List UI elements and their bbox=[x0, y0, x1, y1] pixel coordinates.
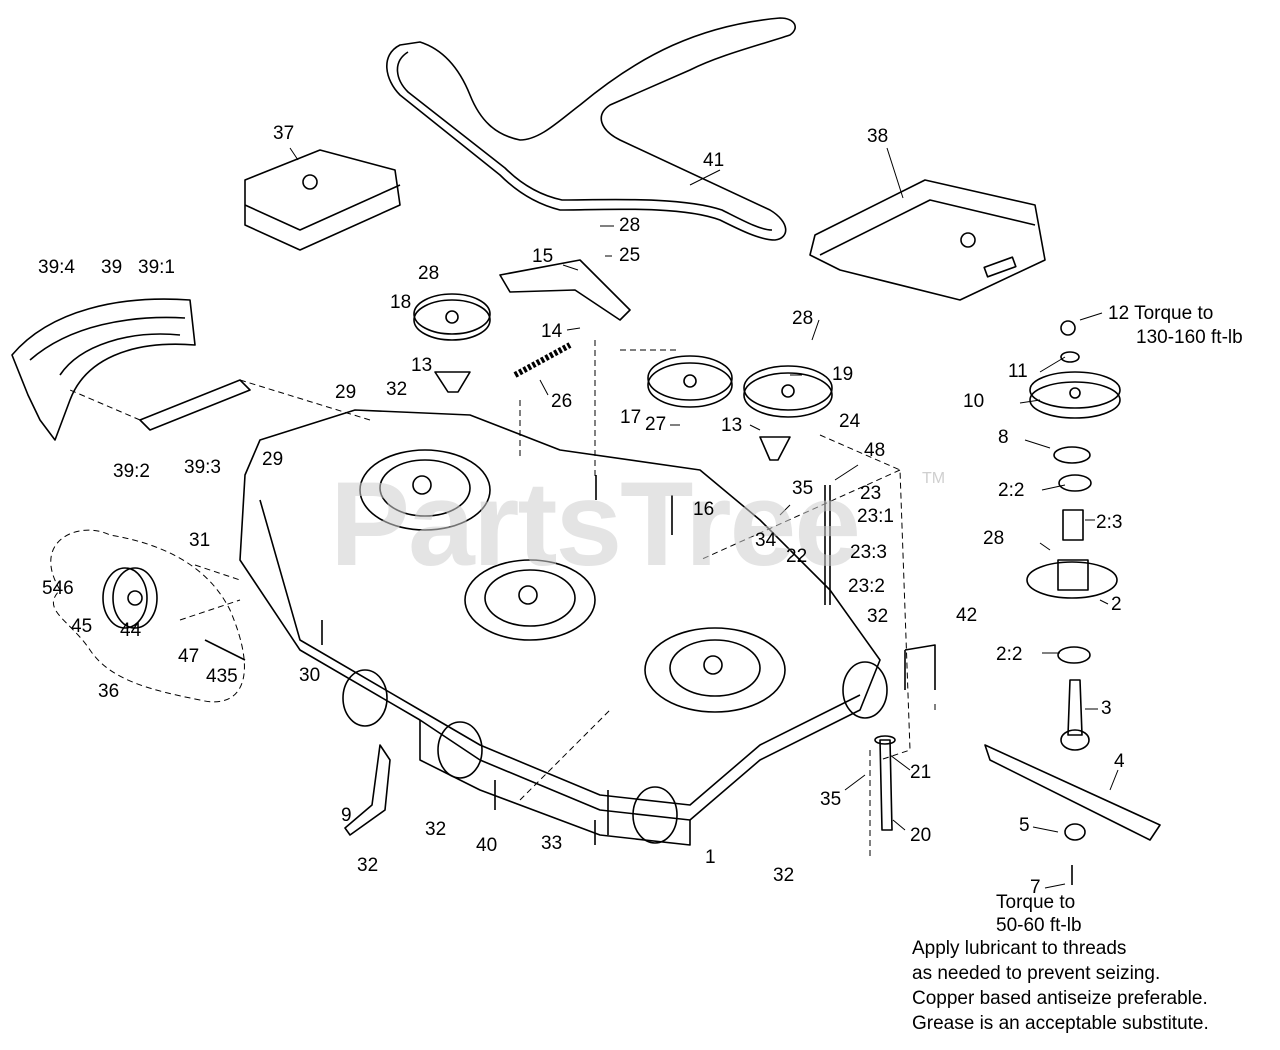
note-line-1: Apply lubricant to threads bbox=[912, 938, 1127, 959]
belt-cover-right bbox=[809, 179, 1046, 301]
callout-32: 32 bbox=[425, 819, 447, 840]
callout-29: 29 bbox=[262, 449, 284, 470]
mower-deck-shell bbox=[239, 409, 881, 821]
callout-28: 28 bbox=[792, 308, 814, 329]
note-line-2: as needed to prevent seizing. bbox=[912, 963, 1161, 984]
callout-24: 24 bbox=[839, 411, 861, 432]
torque-note-bottom-line1: Torque to bbox=[996, 892, 1076, 913]
callout-18: 18 bbox=[390, 292, 412, 313]
callout-42: 42 bbox=[956, 605, 978, 626]
callout-23-1: 23:1 bbox=[857, 506, 894, 527]
callout-23-2: 23:2 bbox=[848, 576, 885, 597]
torque-note-top-line2: 130-160 ft-lb bbox=[1136, 327, 1243, 348]
callout-26: 26 bbox=[551, 391, 573, 412]
callout-32: 32 bbox=[357, 855, 379, 876]
callout-27: 27 bbox=[645, 414, 667, 435]
trademark-symbol: TM bbox=[922, 470, 946, 487]
idler-pulley-17 bbox=[647, 362, 733, 408]
torque-note-bottom-line2: 50-60 ft-lb bbox=[996, 915, 1082, 936]
callout-15: 15 bbox=[532, 246, 554, 267]
callout-33: 33 bbox=[541, 833, 563, 854]
callout-2-2: 2:2 bbox=[996, 644, 1023, 665]
callout-5: 5 bbox=[1019, 815, 1030, 836]
callout-22: 22 bbox=[786, 546, 808, 567]
spindle-pulley-10 bbox=[1029, 381, 1121, 419]
callout-34: 34 bbox=[755, 530, 777, 551]
callout-40: 40 bbox=[476, 835, 498, 856]
callout-8: 8 bbox=[998, 427, 1009, 448]
callout-11: 11 bbox=[1008, 361, 1028, 382]
callout-37: 37 bbox=[273, 123, 295, 144]
callout-10: 10 bbox=[963, 391, 985, 412]
idler-pulley-19 bbox=[743, 372, 833, 418]
callout-35: 35 bbox=[820, 789, 842, 810]
callout-23-3: 23:3 bbox=[850, 542, 887, 563]
callout-46: 546 bbox=[42, 578, 74, 599]
callout-28: 28 bbox=[983, 528, 1005, 549]
callout-2-3: 2:3 bbox=[1096, 512, 1123, 533]
gauge-wheel bbox=[102, 567, 148, 629]
callout-1: 1 bbox=[705, 847, 716, 868]
callout-17: 17 bbox=[620, 407, 642, 428]
callout-39-1: 39:1 bbox=[138, 257, 175, 278]
callout-41: 41 bbox=[703, 150, 725, 171]
callout-30: 30 bbox=[299, 665, 321, 686]
idler-arm bbox=[499, 259, 631, 321]
callout-16: 16 bbox=[693, 499, 715, 520]
callout-35: 35 bbox=[792, 478, 814, 499]
callout-43: 435 bbox=[206, 666, 238, 687]
callout-14: 14 bbox=[541, 321, 563, 342]
callout-9: 9 bbox=[341, 805, 352, 826]
callout-7: 7 bbox=[1030, 877, 1041, 898]
callout-29: 29 bbox=[335, 382, 357, 403]
note-line-3: Copper based antiseize preferable. bbox=[912, 988, 1208, 1009]
belt-cover-left bbox=[244, 149, 401, 251]
callout-39: 39 bbox=[101, 257, 123, 278]
callout-20: 20 bbox=[910, 825, 932, 846]
callout-39-2: 39:2 bbox=[113, 461, 150, 482]
callout-4: 4 bbox=[1114, 751, 1125, 772]
callout-38: 38 bbox=[867, 126, 889, 147]
callout-32: 32 bbox=[773, 865, 795, 886]
callout-3: 3 bbox=[1101, 698, 1112, 719]
callout-32: 32 bbox=[867, 606, 889, 627]
callout-44: 44 bbox=[120, 620, 142, 641]
spring bbox=[513, 342, 572, 378]
callout-36: 36 bbox=[98, 681, 120, 702]
note-line-4: Grease is an acceptable substitute. bbox=[912, 1013, 1209, 1034]
callout-23: 23 bbox=[860, 483, 882, 504]
callout-2-2: 2:2 bbox=[998, 480, 1025, 501]
callout-13: 13 bbox=[721, 415, 743, 436]
callout-47: 47 bbox=[178, 646, 200, 667]
callout-21: 21 bbox=[910, 762, 932, 783]
deck-guard bbox=[11, 298, 196, 441]
callout-39-4: 39:4 bbox=[38, 257, 75, 278]
watermark-text: PartsTree bbox=[330, 457, 861, 591]
deck-rod bbox=[879, 739, 893, 831]
spindle-housing bbox=[1026, 561, 1118, 599]
callout-39-3: 39:3 bbox=[184, 457, 221, 478]
drive-belt bbox=[386, 17, 796, 241]
callout-32: 32 bbox=[386, 379, 408, 400]
torque-note-top-line1: 12 Torque to bbox=[1108, 303, 1214, 324]
mower-blade bbox=[984, 744, 1161, 841]
callout-45: 45 bbox=[71, 616, 93, 637]
callout-13: 13 bbox=[411, 355, 433, 376]
callout-28: 28 bbox=[619, 215, 641, 236]
idler-pulley-18 bbox=[413, 299, 491, 341]
callout-28: 28 bbox=[418, 263, 440, 284]
callout-48: 48 bbox=[864, 440, 886, 461]
callout-19: 19 bbox=[832, 364, 854, 385]
callout-25: 25 bbox=[619, 245, 641, 266]
callout-2: 2 bbox=[1111, 594, 1122, 615]
callout-31: 31 bbox=[189, 530, 211, 551]
